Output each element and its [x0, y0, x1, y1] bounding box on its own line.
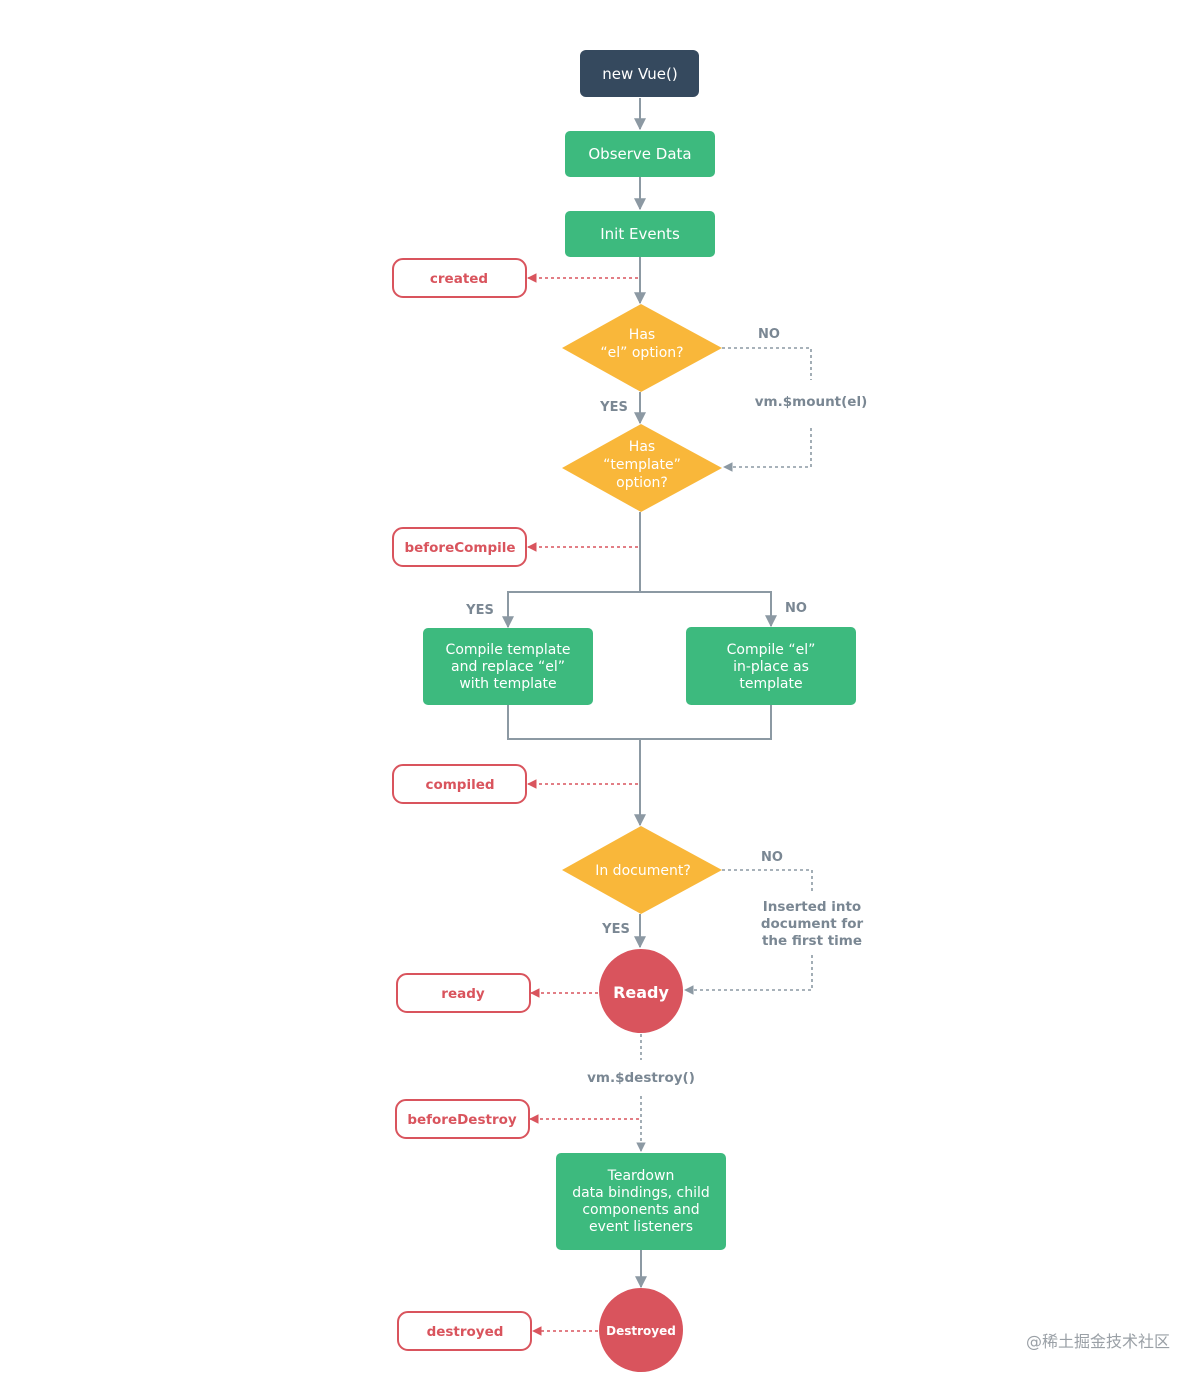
edge-inserted-to-ready — [684, 955, 813, 995]
has-el-no-label: NO — [758, 327, 780, 342]
watermark: @稀土掘金技术社区 — [1026, 1332, 1170, 1351]
dashed-connectors — [636, 347, 813, 1152]
teardown-line-1: Teardown — [607, 1168, 675, 1184]
node-compile-el: Compile “el” in-place as template — [686, 627, 856, 705]
mount-note: vm.$mount(el) — [755, 394, 868, 410]
hook-connectors — [527, 273, 639, 1336]
hook-ready: ready — [396, 973, 531, 1013]
inserted-note-line-2: document for — [761, 916, 864, 932]
compile-el-box — [686, 627, 856, 705]
destroy-call-note: vm.$destroy() — [587, 1070, 695, 1086]
has-template-yes-label: YES — [465, 603, 494, 618]
has-template-line-2: “template” — [603, 457, 681, 473]
edge-mount-to-template — [723, 428, 812, 472]
new-vue-box — [580, 50, 699, 97]
ready-label: Ready — [613, 983, 669, 1002]
has-template-line-3: option? — [616, 475, 668, 491]
init-events-label: Init Events — [600, 225, 680, 243]
inserted-note-line-1: Inserted into — [763, 899, 861, 915]
hook-before-compile: beforeCompile — [392, 527, 527, 567]
compile-template-line-3: with template — [459, 676, 556, 692]
teardown-line-2: data bindings, child — [572, 1185, 710, 1201]
in-document-yes-label: YES — [601, 922, 630, 937]
in-document-diamond — [562, 826, 722, 914]
node-compile-template: Compile template and replace “el” with t… — [423, 628, 593, 705]
in-document-no-label: NO — [761, 850, 783, 865]
edge-template-split — [507, 591, 777, 628]
hook-created: created — [392, 258, 527, 298]
compile-template-line-1: Compile template — [446, 642, 571, 658]
destroyed-label: Destroyed — [606, 1324, 676, 1338]
connectors — [502, 98, 777, 1289]
node-ready: Ready — [599, 949, 683, 1033]
teardown-box — [556, 1153, 726, 1250]
node-has-el: Has “el” option? — [562, 304, 722, 392]
has-el-diamond — [562, 304, 722, 392]
destroyed-hook-label: destroyed — [427, 1324, 504, 1340]
destroyed-circle — [599, 1288, 683, 1372]
has-el-yes-label: YES — [599, 400, 628, 415]
edge-compile-merge — [507, 704, 772, 740]
has-el-line-1: Has — [629, 327, 655, 343]
hook-before-destroy: beforeDestroy — [395, 1099, 530, 1139]
hook-compiled: compiled — [392, 764, 527, 804]
destroyed-hook-box — [397, 1311, 532, 1351]
compile-template-box — [423, 628, 593, 705]
node-destroyed: Destroyed — [599, 1288, 683, 1372]
has-template-no-label: NO — [785, 601, 807, 616]
ready-hook-box — [396, 973, 531, 1013]
init-events-box — [565, 211, 715, 257]
before-destroy-hook-box — [395, 1099, 530, 1139]
compile-el-line-1: Compile “el” — [727, 642, 816, 658]
compiled-hook-label: compiled — [425, 777, 494, 793]
compile-el-line-2: in-place as — [733, 659, 809, 675]
observe-data-label: Observe Data — [588, 145, 691, 163]
in-document-label: In document? — [595, 863, 691, 879]
teardown-line-4: event listeners — [589, 1219, 693, 1235]
created-hook-box — [392, 258, 527, 298]
has-template-line-1: Has — [629, 439, 655, 455]
before-destroy-hook-label: beforeDestroy — [407, 1112, 517, 1128]
created-hook-label: created — [430, 271, 488, 287]
has-el-line-2: “el” option? — [600, 345, 683, 361]
node-observe-data: Observe Data — [565, 131, 715, 177]
node-in-document: In document? — [562, 826, 722, 914]
inserted-note-line-3: the first time — [762, 933, 862, 949]
compiled-hook-box — [392, 764, 527, 804]
hook-destroyed: destroyed — [397, 1311, 532, 1351]
ready-hook-label: ready — [441, 986, 485, 1002]
before-compile-hook-label: beforeCompile — [404, 540, 515, 556]
node-has-template: Has “template” option? — [562, 424, 722, 512]
compile-template-line-2: and replace “el” — [451, 659, 565, 675]
observe-data-box — [565, 131, 715, 177]
teardown-line-3: components and — [582, 1202, 699, 1218]
node-teardown: Teardown data bindings, child components… — [556, 1153, 726, 1250]
before-compile-hook-box — [392, 527, 527, 567]
node-new-vue: new Vue() — [580, 50, 699, 97]
new-vue-label: new Vue() — [602, 65, 677, 83]
has-template-diamond — [562, 424, 722, 512]
edge-document-no — [722, 869, 813, 893]
ready-circle — [599, 949, 683, 1033]
compile-el-line-3: template — [739, 676, 802, 692]
edge-has-el-no — [722, 347, 812, 380]
node-init-events: Init Events — [565, 211, 715, 257]
